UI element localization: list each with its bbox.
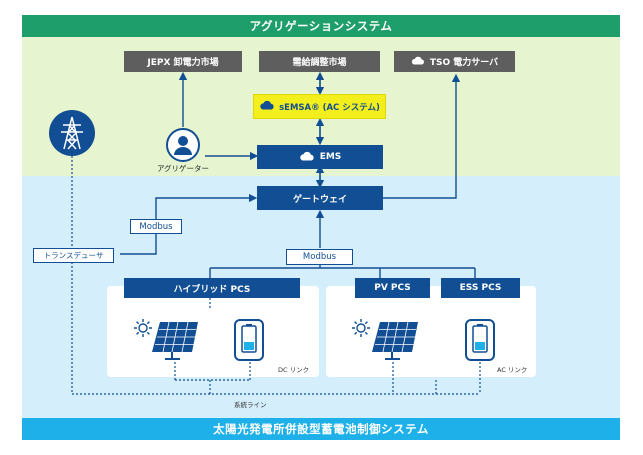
pv-pcs-box: PV PCS [355, 278, 430, 298]
ess-pcs-label: ESS PCS [459, 283, 502, 293]
transducer-label: トランスデューサ [43, 251, 104, 260]
semsa-box: sEMSA® (AC システム) [253, 94, 386, 119]
tso-server-label: TSO 電力サーバ [429, 58, 499, 68]
ac-link-label: AC リンク [497, 366, 528, 374]
modbus-left-label-box: Modbus [130, 219, 182, 234]
battery-icon [233, 318, 265, 362]
aggregation-system-title: アグリゲーションシステム [249, 19, 393, 33]
sun-icon [133, 318, 153, 338]
system-footer: 太陽光発電所併設型蓄電池制御システム [22, 418, 620, 440]
aggregation-system-header: アグリゲーションシステム [22, 15, 620, 37]
solar-panel-icon [370, 320, 422, 362]
cloud-icon [299, 151, 315, 164]
sun-icon [351, 318, 371, 338]
modbus-left-label: Modbus [139, 221, 173, 232]
dc-link-label: DC リンク [278, 366, 310, 374]
jepx-market-label: JEPX 卸電力市場 [147, 58, 219, 68]
pv-pcs-label: PV PCS [374, 283, 411, 293]
cloud-icon [259, 100, 275, 113]
modbus-center-label: Modbus [302, 252, 337, 262]
solar-panel-icon [150, 320, 202, 362]
ems-box: EMS [257, 145, 383, 169]
battery-icon [464, 318, 496, 362]
semsa-label: sEMSA® (AC システム) [279, 102, 380, 113]
gateway-label: ゲートウェイ [292, 194, 347, 205]
jepx-market-box: JEPX 卸電力市場 [124, 51, 242, 72]
modbus-center-label-box: Modbus [286, 249, 353, 265]
transmission-tower-icon [48, 109, 96, 157]
system-title: 太陽光発電所併設型蓄電池制御システム [213, 422, 429, 436]
ems-label: EMS [319, 152, 342, 162]
grid-line-label: 系統ライン [234, 401, 267, 409]
transducer-box: トランスデューサ [33, 248, 114, 263]
aggregator-label: アグリゲーター [156, 164, 210, 173]
ess-pcs-box: ESS PCS [441, 278, 520, 298]
cloud-icon [411, 56, 425, 68]
gateway-box: ゲートウェイ [257, 186, 383, 210]
hybrid-pcs-box: ハイブリッド PCS [124, 278, 300, 298]
person-icon [165, 127, 201, 163]
demand-adjustment-market-label: 需給調整市場 [292, 58, 347, 68]
demand-adjustment-market-box: 需給調整市場 [259, 51, 380, 72]
tso-server-box: TSO 電力サーバ [394, 51, 515, 72]
hybrid-pcs-label: ハイブリッド PCS [173, 284, 251, 295]
